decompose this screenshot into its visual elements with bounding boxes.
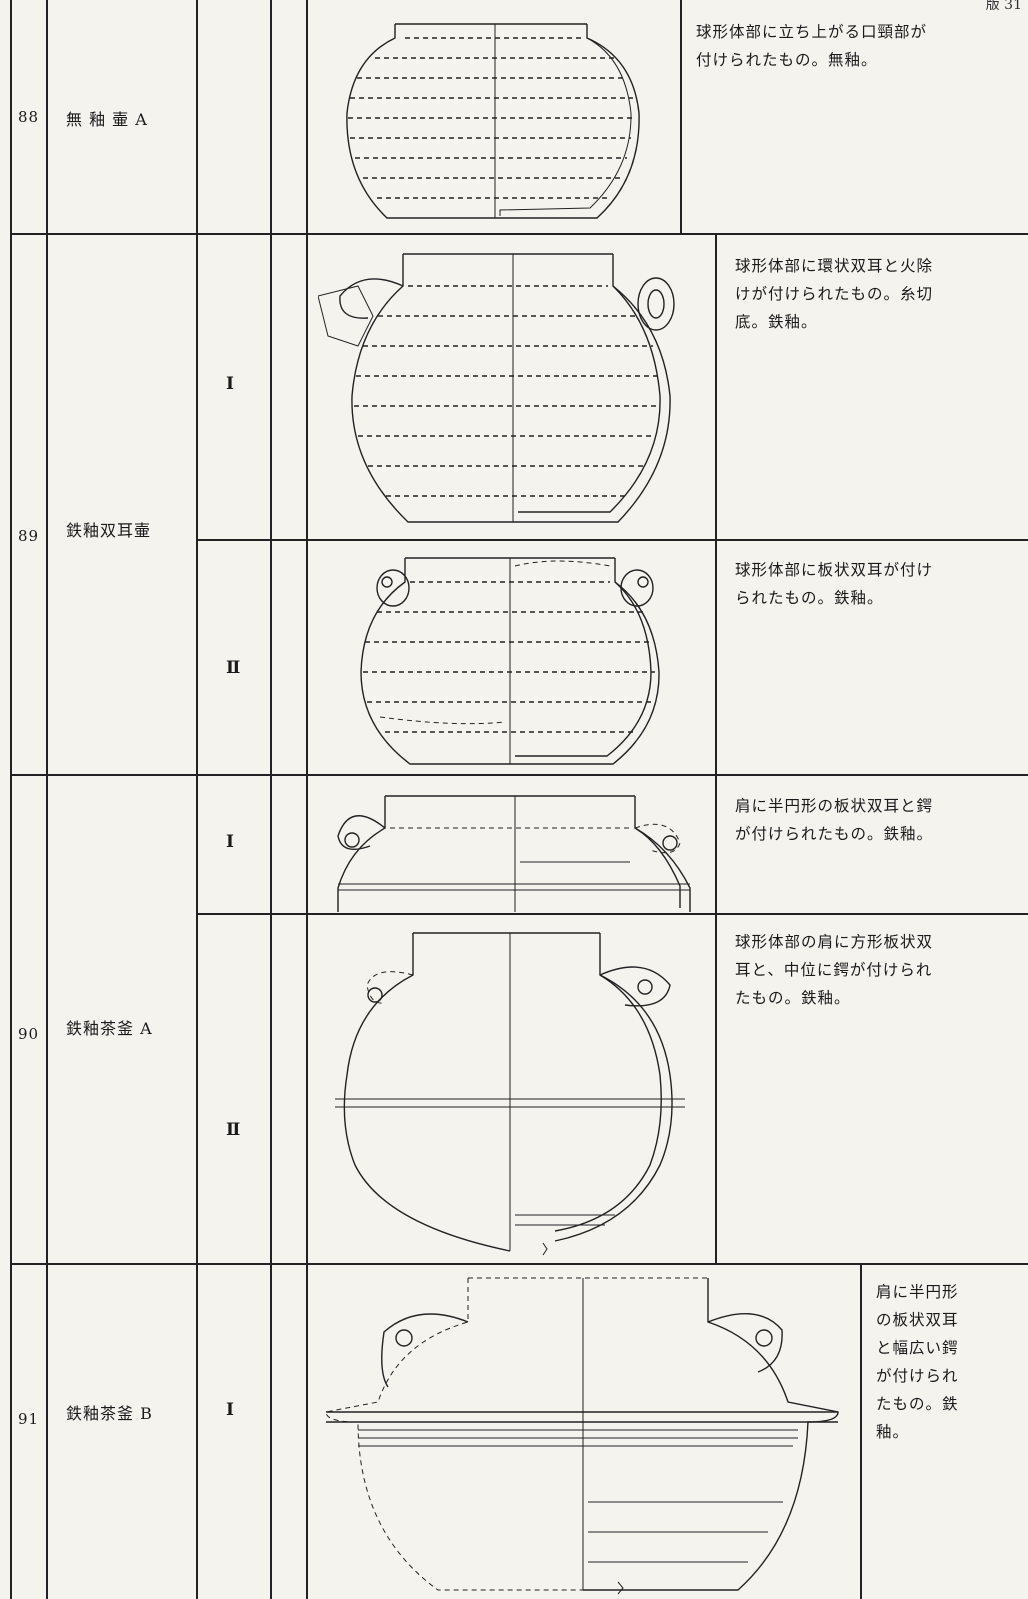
variant-type-90-2: Ⅱ (226, 1120, 242, 1140)
description-88: 球形体部に立ち上がる口頸部が 付けられたもの。無釉。 (696, 23, 928, 69)
page-label: 版 31 (985, 0, 1022, 13)
description-89-2: 球形体部に板状双耳が付け られたもの。鉄釉。 (735, 561, 934, 607)
table-border-left (10, 0, 12, 1599)
description-90-1: 肩に半円形の板状双耳と鍔 が付けられたもの。鉄釉。 (735, 797, 934, 843)
row-name-91: 鉄釉茶釜 B (66, 1404, 153, 1423)
row-separator-90-i-ii (196, 913, 1028, 915)
row-separator-90-91 (10, 1263, 1028, 1265)
row-number-88: 88 (18, 108, 40, 126)
description-divider-91 (860, 1263, 862, 1599)
jar-89-2-drawing (360, 557, 660, 765)
variant-type-91-1: Ⅰ (226, 1400, 235, 1420)
row-name-90: 鉄釉茶釜 A (66, 1019, 153, 1038)
kettle-91-drawing (325, 1277, 839, 1595)
catalog-table: 88 無 釉 壷 A 球形体部に立ち上がる口頸部が 付けられたもの。無釉。 89… (10, 0, 1028, 1599)
column-divider-number (46, 0, 48, 1599)
description-91-1: 肩に半円形 の板状双耳 と幅広い鍔 が付けられ たもの。鉄 釉。 (876, 1283, 959, 1441)
row-separator-88-89 (10, 233, 1028, 235)
row-number-90: 90 (18, 1025, 40, 1043)
kettle-90-1-drawing (337, 795, 691, 912)
jar-88-drawing (346, 23, 640, 219)
row-separator-89-90 (10, 774, 1028, 776)
row-number-89: 89 (18, 527, 40, 545)
row-separator-89-i-ii (196, 539, 1028, 541)
description-divider-88 (680, 0, 682, 233)
column-divider-name (196, 0, 198, 1599)
row-number-91: 91 (18, 1410, 40, 1428)
description-divider-89-90 (715, 233, 717, 1263)
variant-type-89-2: Ⅱ (226, 658, 242, 678)
jar-89-1-drawing (318, 253, 675, 523)
description-90-2: 球形体部の肩に方形板状双 耳と、中位に鍔が付けられ たもの。鉄釉。 (735, 933, 934, 1007)
variant-type-89-1: Ⅰ (226, 374, 235, 394)
kettle-90-2-drawing (335, 932, 685, 1256)
description-89-1: 球形体部に環状双耳と火除 けが付けられたもの。糸切 底。鉄釉。 (735, 257, 934, 331)
row-name-88: 無 釉 壷 A (66, 110, 148, 129)
variant-type-90-1: Ⅰ (226, 832, 235, 852)
column-divider-type (270, 0, 272, 1599)
column-divider-blank (306, 0, 308, 1599)
row-name-89: 鉄釉双耳壷 (66, 521, 152, 540)
